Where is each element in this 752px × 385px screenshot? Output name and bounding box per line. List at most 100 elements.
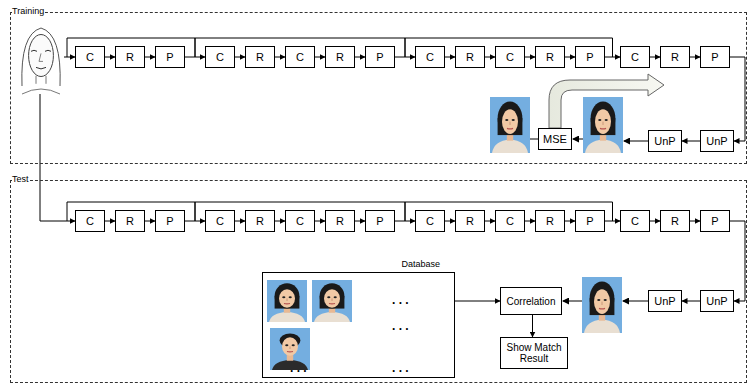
band-heading: Test bbox=[12, 175, 29, 185]
nose bbox=[287, 298, 288, 301]
connector bbox=[485, 221, 495, 222]
shoulders bbox=[584, 320, 620, 333]
box-label: R bbox=[464, 51, 476, 63]
photo-background bbox=[312, 280, 352, 322]
eye bbox=[597, 299, 600, 301]
flow-line bbox=[563, 301, 582, 302]
box-label: P bbox=[374, 215, 385, 227]
box-label: C bbox=[629, 215, 641, 227]
box-label: R bbox=[124, 215, 136, 227]
label-holder: . . . bbox=[290, 358, 307, 376]
eye bbox=[289, 296, 292, 298]
process-box: R bbox=[245, 46, 275, 68]
process-box: C bbox=[620, 46, 650, 68]
label-holder: . . . bbox=[392, 290, 409, 308]
face bbox=[595, 109, 611, 134]
shoulders bbox=[269, 312, 305, 322]
band-heading: Training bbox=[12, 7, 44, 17]
connector bbox=[105, 57, 115, 58]
connector bbox=[455, 301, 500, 302]
hair bbox=[591, 101, 616, 135]
photo-background bbox=[267, 280, 307, 322]
box-label: C bbox=[214, 215, 226, 227]
shoulders bbox=[314, 312, 350, 322]
flow-line bbox=[573, 139, 583, 140]
face bbox=[594, 289, 610, 314]
connector bbox=[235, 221, 245, 222]
connector bbox=[525, 221, 535, 222]
female-photo bbox=[312, 280, 352, 322]
box-label: UnP bbox=[704, 295, 729, 307]
process-box: R bbox=[115, 46, 145, 68]
eye bbox=[598, 119, 601, 121]
eye bbox=[292, 344, 295, 346]
process-box: P bbox=[155, 46, 185, 68]
process-box: C bbox=[495, 210, 525, 232]
box-label: C bbox=[294, 215, 306, 227]
shoulders bbox=[492, 140, 528, 153]
nose bbox=[602, 302, 603, 305]
connector bbox=[145, 221, 155, 222]
label-holder: . . . bbox=[392, 316, 409, 334]
connector bbox=[690, 221, 700, 222]
process-box: C bbox=[285, 46, 315, 68]
connector bbox=[682, 301, 700, 302]
box-label: Correlation bbox=[505, 296, 558, 307]
process-box: UnP bbox=[700, 290, 734, 312]
hair bbox=[320, 283, 345, 308]
box-label: R bbox=[254, 215, 266, 227]
process-box: C bbox=[495, 46, 525, 68]
connector bbox=[565, 221, 575, 222]
photo-background bbox=[583, 97, 623, 153]
box-label: R bbox=[669, 51, 681, 63]
process-box: P bbox=[700, 46, 730, 68]
sketch-neck bbox=[22, 76, 60, 94]
connector bbox=[105, 221, 115, 222]
connector bbox=[682, 141, 700, 142]
flow-line bbox=[623, 301, 648, 302]
sketch-eyes bbox=[31, 50, 51, 51]
input-wire bbox=[64, 57, 75, 58]
face bbox=[279, 289, 295, 307]
connector bbox=[650, 57, 660, 58]
female-photo bbox=[583, 97, 623, 153]
connector bbox=[275, 57, 285, 58]
process-box: P bbox=[575, 210, 605, 232]
box-label: C bbox=[504, 215, 516, 227]
flow-line bbox=[624, 141, 648, 142]
box-label: R bbox=[544, 215, 556, 227]
hair bbox=[275, 283, 300, 308]
box-label: P bbox=[164, 51, 175, 63]
ellipsis-label: . . . bbox=[392, 319, 409, 333]
sketch-mouth bbox=[36, 67, 46, 69]
connector bbox=[145, 57, 155, 58]
database-heading: Database bbox=[263, 260, 454, 270]
box-label: C bbox=[424, 215, 436, 227]
eye bbox=[505, 119, 508, 121]
process-box: R bbox=[660, 46, 690, 68]
ellipsis-label: . . . bbox=[392, 361, 409, 375]
process-box: C bbox=[205, 210, 235, 232]
box-label: UnP bbox=[652, 295, 677, 307]
process-box: C bbox=[75, 46, 105, 68]
connector bbox=[532, 315, 533, 337]
connector bbox=[315, 221, 325, 222]
connector bbox=[525, 57, 535, 58]
process-box: P bbox=[155, 210, 185, 232]
process-box: R bbox=[325, 46, 355, 68]
process-box: R bbox=[455, 210, 485, 232]
connector bbox=[355, 221, 365, 222]
female-photo bbox=[490, 97, 530, 153]
female-photo bbox=[582, 277, 622, 333]
process-box: C bbox=[205, 46, 235, 68]
nose bbox=[510, 122, 511, 125]
ellipsis-label: . . . bbox=[290, 361, 307, 375]
box-label: R bbox=[124, 51, 136, 63]
connector bbox=[565, 57, 575, 58]
nose bbox=[603, 122, 604, 125]
process-box: UnP bbox=[648, 290, 682, 312]
process-box: C bbox=[415, 210, 445, 232]
sketch-outline bbox=[29, 35, 54, 77]
hair bbox=[590, 281, 615, 315]
